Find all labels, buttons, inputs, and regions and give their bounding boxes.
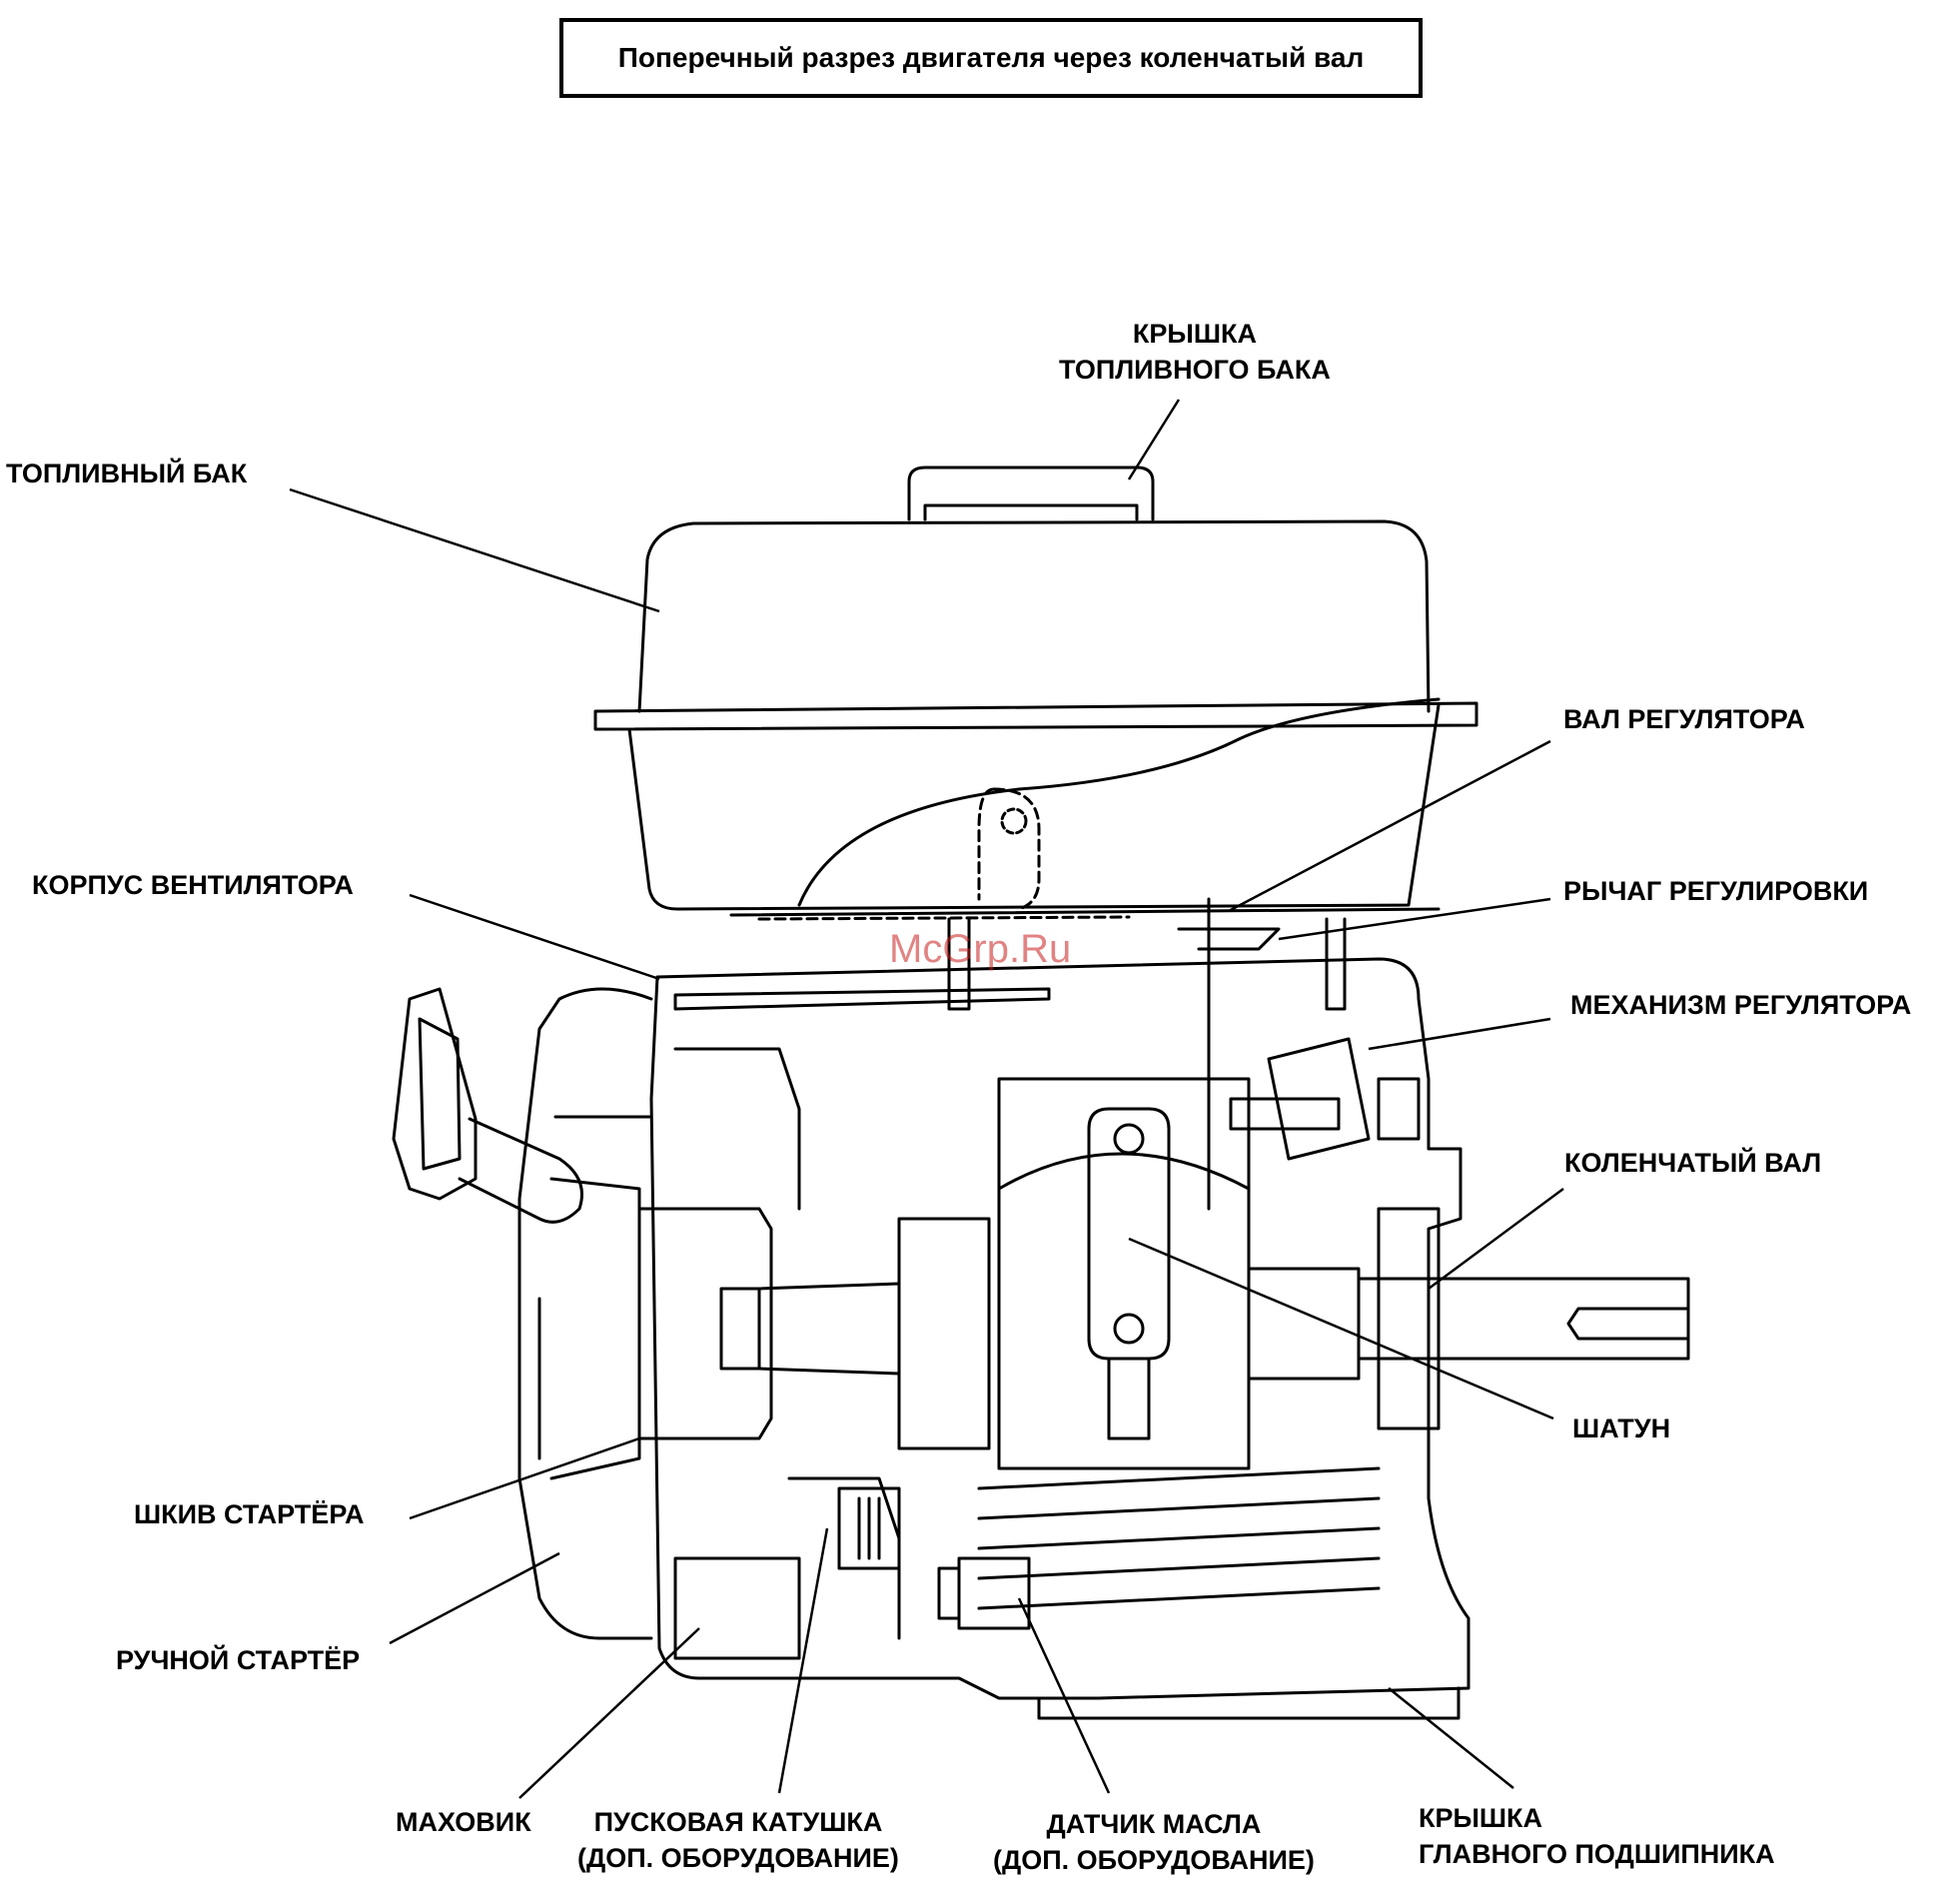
leader-connecting-rod xyxy=(1128,1237,1554,1420)
watermark-text: McGrp.Ru xyxy=(889,927,1072,971)
label-control-lever: РЫЧАГ РЕГУЛИРОВКИ xyxy=(1563,876,1869,906)
label-connecting-rod: ШАТУН xyxy=(1572,1414,1671,1443)
leader-recoil-starter xyxy=(389,1551,560,1645)
leader-oil-sensor xyxy=(1017,1597,1111,1794)
fan-cover-shape xyxy=(649,957,1470,1720)
crankcase-fins xyxy=(977,1466,1381,1610)
flywheel-shape xyxy=(637,1047,901,1660)
leader-flywheel xyxy=(518,1627,700,1799)
charge-coil-shape xyxy=(837,1486,901,1570)
fuel-cap-shape xyxy=(907,466,1155,521)
label-recoil-starter: РУЧНОЙ СТАРТЁР xyxy=(116,1645,361,1675)
leader-control-lever xyxy=(1278,897,1551,941)
label-governor-shaft: ВАЛ РЕГУЛЯТОРА xyxy=(1563,704,1805,734)
label-governor-mechanism: МЕХАНИЗМ РЕГУЛЯТОРА xyxy=(1570,990,1912,1020)
label-starter-pulley: ШКИВ СТАРТЁРА xyxy=(134,1499,365,1529)
leader-crankshaft xyxy=(1428,1187,1564,1291)
connecting-rod-shape xyxy=(1087,1107,1171,1440)
fuel-tank-shape xyxy=(593,519,1478,921)
leader-fan-cover xyxy=(409,893,660,981)
label-charge-coil: ПУСКОВАЯ КАТУШКА(ДОП. ОБОРУДОВАНИЕ) xyxy=(577,1807,899,1873)
governor-mechanism-shape xyxy=(1229,1037,1421,1161)
crankshaft-shape xyxy=(719,1077,1690,1470)
label-fan-cover: КОРПУС ВЕНТИЛЯТОРА xyxy=(32,870,354,900)
leader-fuel-cap xyxy=(1127,399,1181,480)
leader-charge-coil xyxy=(777,1527,829,1794)
oil-sensor-shape xyxy=(937,1556,1031,1630)
leader-lines xyxy=(289,399,1564,1799)
label-fuel-tank: ТОПЛИВНЫЙ БАК xyxy=(6,459,248,488)
leader-fuel-tank xyxy=(289,487,660,613)
leader-governor-shaft xyxy=(1228,739,1551,913)
label-crankshaft: КОЛЕНЧАТЫЙ ВАЛ xyxy=(1564,1148,1822,1178)
leader-governor-mechanism xyxy=(1368,1017,1551,1051)
label-flywheel: МАХОВИК xyxy=(396,1807,531,1837)
leader-starter-pulley xyxy=(409,1436,640,1520)
label-oil-sensor: ДАТЧИК МАСЛА(ДОП. ОБОРУДОВАНИЕ) xyxy=(993,1809,1315,1875)
diagram-title: Поперечный разрез двигателя через коленч… xyxy=(559,18,1423,98)
leader-main-bearing-cover xyxy=(1388,1687,1514,1789)
recoil-starter-shape xyxy=(392,987,653,1640)
